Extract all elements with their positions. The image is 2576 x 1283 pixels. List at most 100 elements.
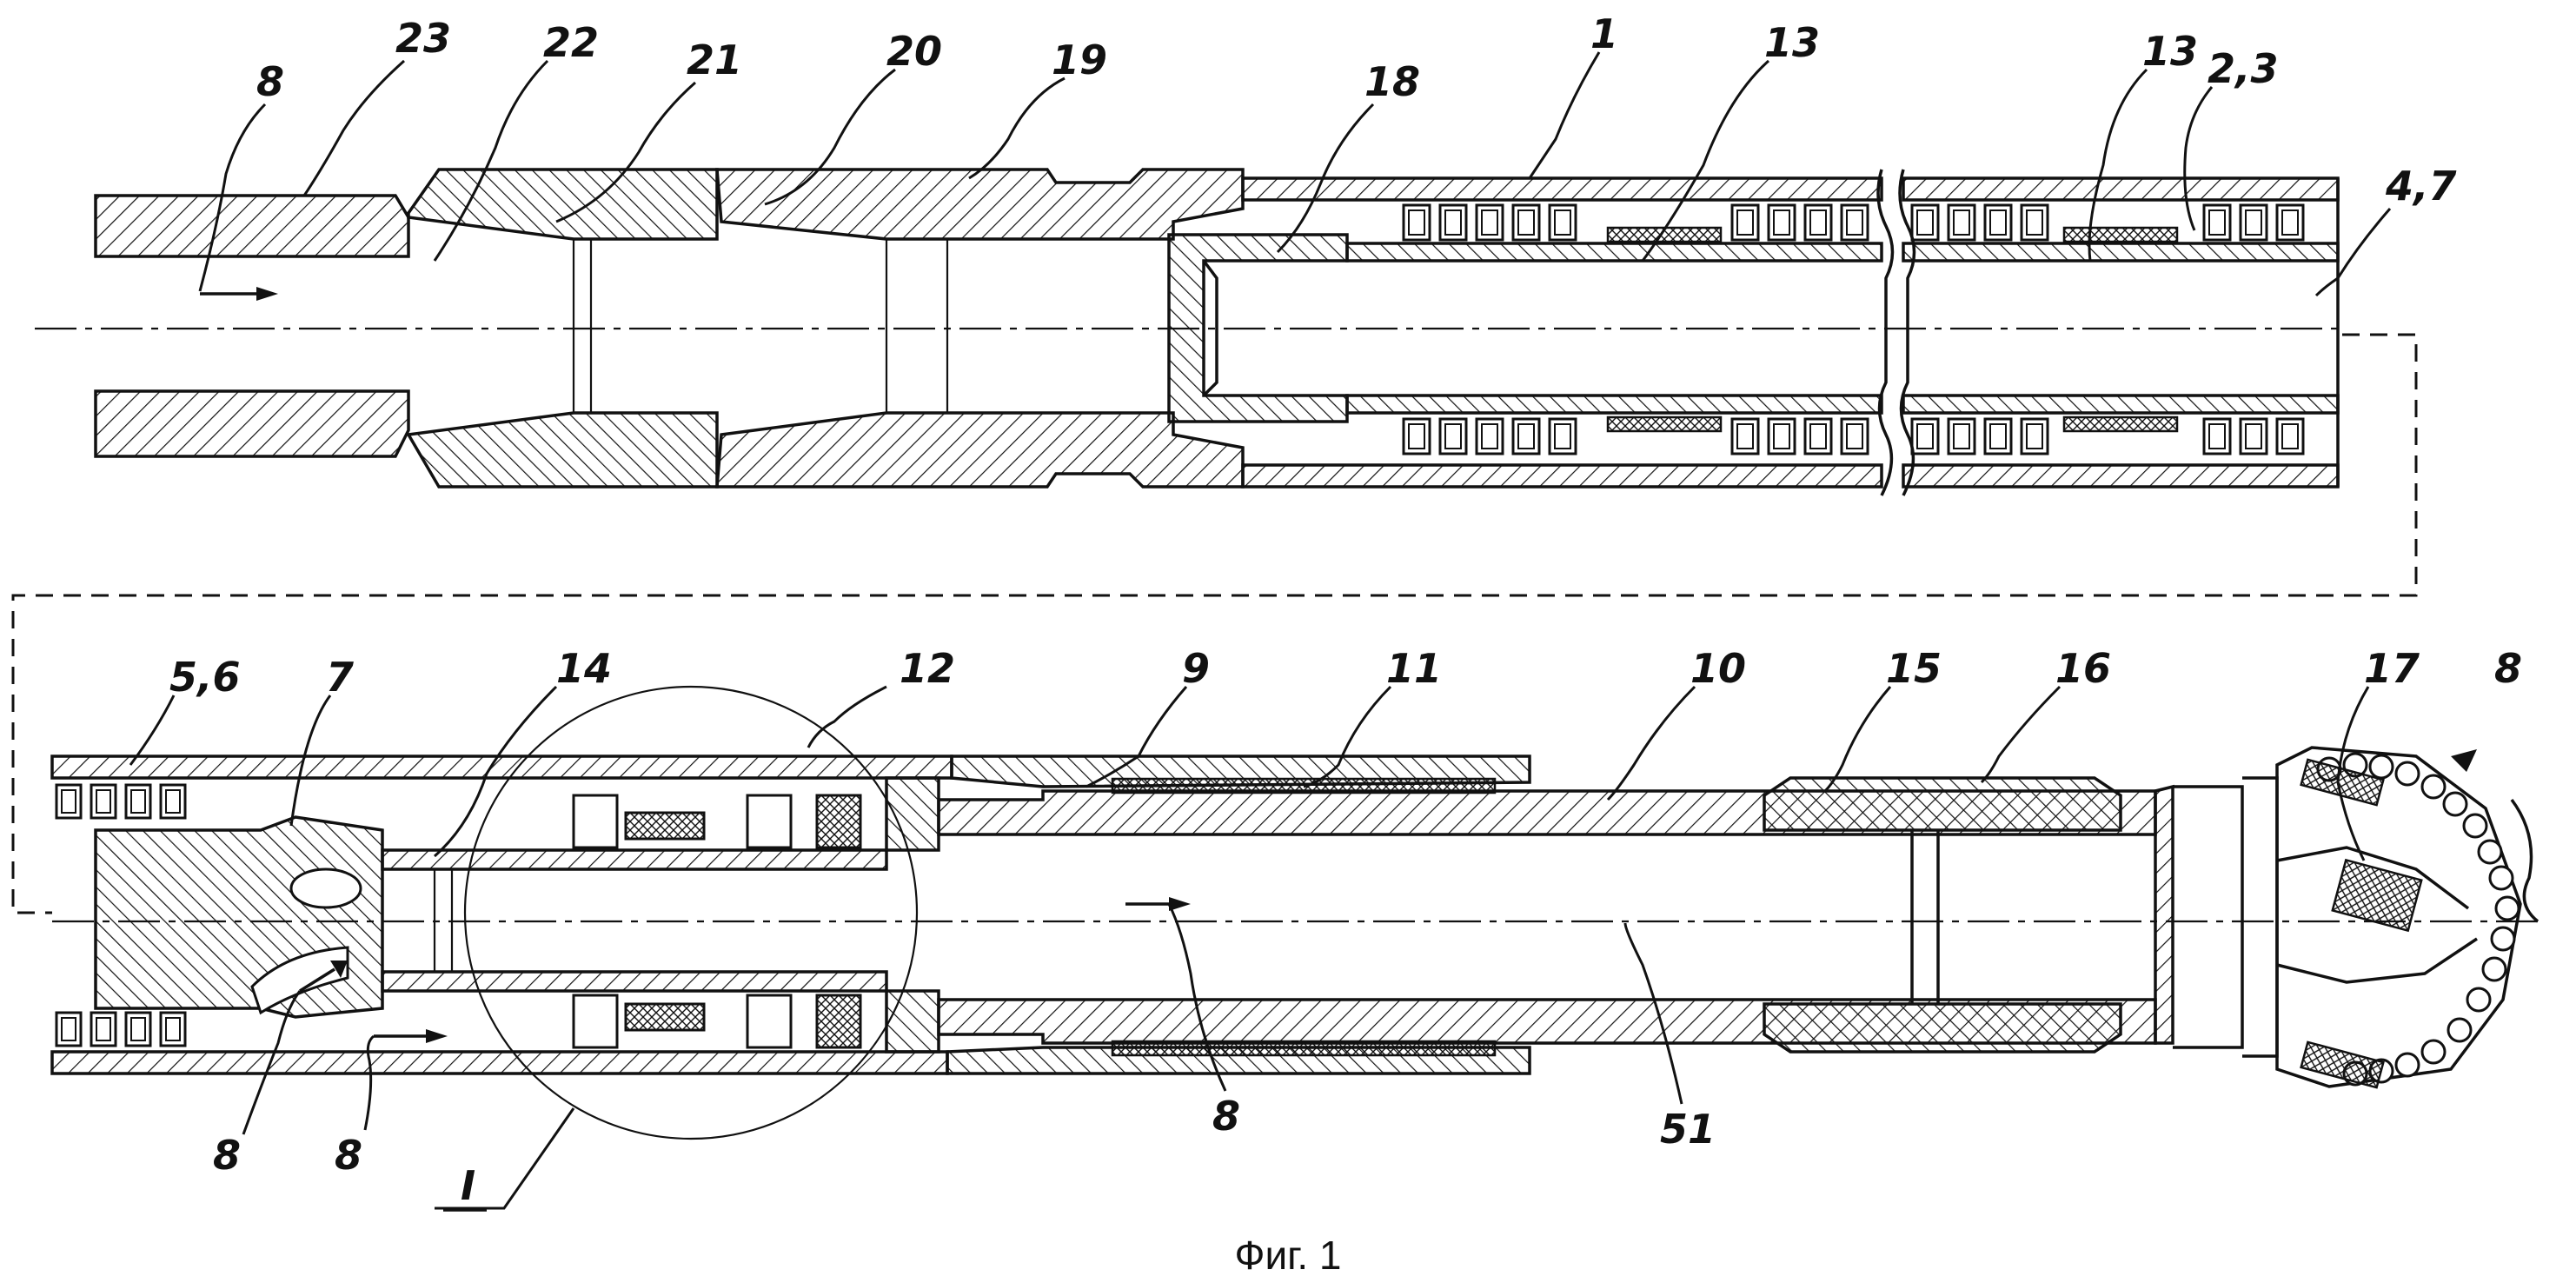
- part-19-top: [715, 168, 1245, 241]
- label-9: 9: [1182, 645, 1210, 692]
- part-11-spring-bottom: [1111, 1040, 1497, 1057]
- lower-cells-top: [55, 783, 187, 820]
- stator-cell-inner: [2026, 423, 2043, 449]
- part-4-shaft-bottom-right: [1902, 394, 2340, 415]
- stator-cell-inner: [1517, 209, 1535, 236]
- label-5-6: 5,6: [169, 654, 241, 701]
- stator-cell-inner: [1916, 423, 1934, 449]
- upper-assembly: [35, 168, 2347, 496]
- part-18-inner: [1202, 259, 1218, 397]
- label-20: 20: [886, 28, 942, 75]
- part-21-bottom: [406, 411, 719, 489]
- label-51: 51: [1660, 1106, 1716, 1153]
- label-8-top: 8: [256, 58, 284, 105]
- label-2-3: 2,3: [2208, 45, 2279, 92]
- lower-cells-bottom: [55, 1011, 187, 1047]
- part-13-insert-top-right: [2062, 226, 2179, 243]
- flow-arrowhead-bit: [2451, 749, 2477, 772]
- gauge-pad: [2300, 1040, 2385, 1089]
- stator-cell-inner: [1736, 209, 1754, 236]
- label-13-a: 13: [1764, 19, 1820, 66]
- stator-cell-inner: [96, 1017, 111, 1041]
- connection-frame: [11, 333, 2418, 914]
- stator-cell-inner: [2245, 423, 2262, 449]
- break-line-right: [1898, 169, 1916, 496]
- cutter: [2394, 1052, 2420, 1078]
- bit-neck: [2173, 785, 2244, 1049]
- label-23: 23: [395, 15, 451, 62]
- cutter: [2462, 813, 2488, 839]
- stator-cell-inner: [1989, 209, 2007, 236]
- gauge-pad: [2300, 758, 2385, 807]
- gauge-pad: [2331, 858, 2423, 933]
- cutter: [2494, 895, 2520, 921]
- cutter: [2442, 791, 2468, 817]
- part-4-shaft-top-right: [1902, 242, 2340, 263]
- stator-cell-inner: [1408, 209, 1425, 236]
- label-17: 17: [2364, 645, 2420, 692]
- break-line-left: [1876, 169, 1895, 496]
- part-16-stabilizer-bottom: [1763, 1002, 2122, 1054]
- detail-circle-I: [463, 685, 919, 1140]
- stator-cell-inner: [1809, 209, 1827, 236]
- stator-cell-inner: [1989, 423, 2007, 449]
- part-15-ring: [1910, 830, 1940, 1004]
- part-7-port-upper: [289, 868, 362, 909]
- label-14: 14: [556, 645, 612, 692]
- stator-cell-inner: [165, 1017, 181, 1041]
- leaders: [129, 51, 2392, 1135]
- part-1-housing-top-right: [1902, 176, 2340, 202]
- part-23-pipe-wall-bottom: [94, 389, 410, 458]
- cutter: [2368, 754, 2394, 780]
- label-22: 22: [543, 19, 599, 66]
- stator-cell-inner: [1444, 423, 1462, 449]
- detail-leader-I: [435, 1107, 575, 1210]
- cutter: [2477, 839, 2503, 865]
- stator-cell-inner: [1773, 209, 1790, 236]
- flow-arrowhead-top: [256, 287, 278, 301]
- flow-arrowhead-mid: [1169, 897, 1191, 911]
- flow-arrow-port: [299, 967, 335, 993]
- cutter: [2420, 774, 2447, 800]
- stator-cell-inner: [1517, 423, 1535, 449]
- part-19-bottom: [715, 411, 1245, 489]
- label-16: 16: [2055, 645, 2111, 692]
- flow-arrowhead-annulus: [426, 1029, 448, 1043]
- lower-assembly: [50, 685, 2539, 1210]
- stator-cell-inner: [1408, 423, 1425, 449]
- stator-cell-inner: [96, 789, 111, 814]
- part-4-shaft-bottom: [1345, 394, 1883, 415]
- label-13-b: 13: [2142, 28, 2198, 75]
- stator-cell-inner: [2026, 209, 2043, 236]
- stator-cell-inner: [2281, 423, 2299, 449]
- stator-cell-inner: [1953, 423, 1970, 449]
- part-21-top: [407, 168, 719, 241]
- cutter: [2481, 956, 2507, 982]
- part-12-block-top-left: [885, 776, 940, 852]
- stator-cell-inner: [2281, 209, 2299, 236]
- part-16-stabilizer-top: [1763, 776, 2122, 832]
- cutter: [2447, 1017, 2473, 1043]
- cutter: [2488, 865, 2514, 891]
- stator-cell-inner: [165, 789, 181, 814]
- stator-cells-bottom: [1402, 417, 2305, 455]
- stator-cell-inner: [1953, 209, 1970, 236]
- bit-cutters: [2300, 752, 2520, 1089]
- part-14-bottom: [381, 970, 888, 993]
- stator-cell-inner: [2208, 423, 2226, 449]
- cutter: [2466, 987, 2492, 1013]
- stator-cell-inner: [1846, 209, 1863, 236]
- label-15: 15: [1886, 645, 1942, 692]
- lower-housing-bottom: [50, 1050, 949, 1075]
- stator-cell-inner: [1809, 423, 1827, 449]
- part-1-housing-bottom: [1241, 463, 1883, 489]
- label-11: 11: [1386, 645, 1442, 692]
- part-7-rotor-end: [94, 815, 384, 1019]
- flow-arrowhead-port: [330, 961, 348, 978]
- label-19: 19: [1052, 37, 1107, 83]
- label-18: 18: [1364, 58, 1420, 105]
- bit-blade-1: [2276, 846, 2470, 910]
- stator-cell-inner: [130, 1017, 146, 1041]
- cutter: [2420, 1039, 2447, 1065]
